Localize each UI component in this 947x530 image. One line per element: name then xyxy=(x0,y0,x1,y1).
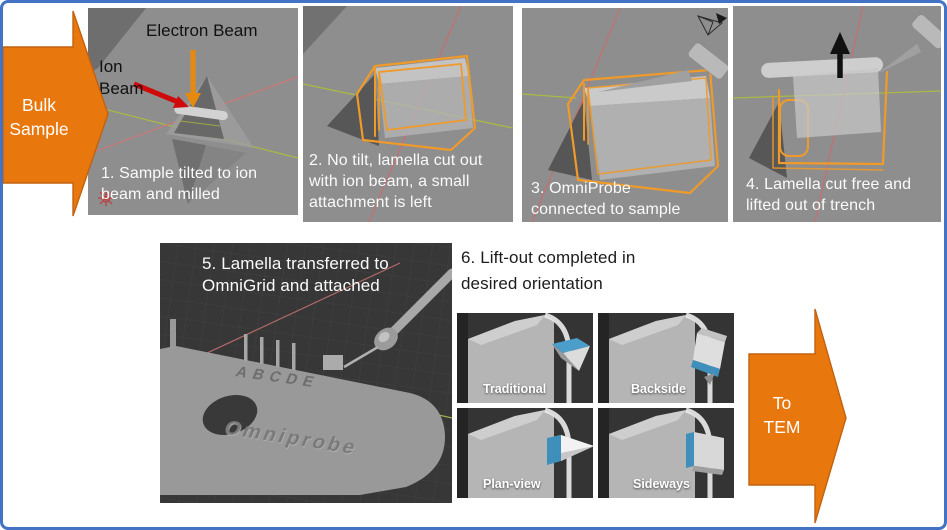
trench-selection-outline xyxy=(566,68,720,195)
plan-view-render xyxy=(457,408,593,498)
sample-lower-shadow xyxy=(172,139,206,204)
traditional-render xyxy=(457,313,593,403)
lifted-lamella xyxy=(793,68,881,138)
trench-shadow xyxy=(327,74,379,146)
to-tem-label: To TEM xyxy=(763,393,801,437)
panel-step-3: 3. OmniProbe connected to sample xyxy=(522,8,728,222)
step1-caption: 1. Sample tilted to ion beam and milled xyxy=(101,165,258,203)
sideways-render xyxy=(598,408,734,498)
attached-lamella xyxy=(323,355,343,370)
to-tem-arrow xyxy=(748,308,847,524)
lamella-top-face xyxy=(584,76,710,106)
step3-scene xyxy=(522,8,728,222)
orientation-label: Traditional xyxy=(483,382,547,396)
panel-step-2: 2. No tilt, lamella cut out with ion bea… xyxy=(303,6,513,222)
omnigrid-posts xyxy=(244,334,296,370)
post-top-bevel xyxy=(609,315,686,345)
ion-beam-arrow-icon xyxy=(133,81,179,105)
post-top-bevel xyxy=(468,410,545,440)
sample-upper-shadow xyxy=(174,76,224,139)
lamella xyxy=(691,328,727,385)
ion-beam-arrowhead xyxy=(173,96,189,108)
background-strip xyxy=(598,313,609,403)
lamella xyxy=(547,435,593,465)
step3-caption: 3. OmniProbe connected to sample xyxy=(531,180,681,218)
shadow-corner xyxy=(88,8,146,74)
step6-caption: 6. Lift-out completed in desired orienta… xyxy=(461,248,636,293)
omniprobe-needle xyxy=(877,14,941,74)
panel-step-5: ABCDE Omniprobe 5. Lamella transferred t… xyxy=(160,243,452,503)
camera-icon xyxy=(697,13,727,36)
lamella xyxy=(552,338,590,371)
step5-caption: 5. Lamella transferred to OmniGrid and a… xyxy=(202,254,389,295)
trench-shadow xyxy=(749,102,787,178)
axis-line-red xyxy=(531,8,621,222)
background-strip xyxy=(457,408,468,498)
orientation-grid: Traditional Backside xyxy=(457,313,734,499)
axis-tick xyxy=(179,120,221,127)
step5-scene xyxy=(160,243,452,503)
quad-plan-view: Plan-view xyxy=(457,408,593,498)
step2-scene xyxy=(303,6,513,222)
electron-beam-arrowhead xyxy=(185,93,201,108)
viewport-3d-cursor-icon xyxy=(98,190,114,206)
step2-caption: 2. No tilt, lamella cut out with ion bea… xyxy=(309,152,483,211)
step4-caption: 4. Lamella cut free and lifted out of tr… xyxy=(746,176,912,214)
lamella xyxy=(686,432,724,475)
orientation-label: Sideways xyxy=(633,477,690,491)
omniprobe-needle xyxy=(598,42,728,92)
omnigrid-plate xyxy=(160,319,446,495)
background-strip xyxy=(598,408,609,498)
trench-shadow xyxy=(548,100,592,180)
backside-render xyxy=(598,313,734,403)
panel-step-1: Electron Beam Ion Beam 1. Sample tilted … xyxy=(88,8,298,215)
bulk-sample-arrow xyxy=(3,10,109,217)
post-top-bevel xyxy=(609,410,686,440)
bulk-sample-label: Bulk Sample xyxy=(9,95,69,139)
background-strip xyxy=(457,313,468,403)
orientation-label: Backside xyxy=(631,382,686,396)
step4-scene xyxy=(733,6,941,222)
shadow-corner xyxy=(303,6,347,54)
panel-step-4: 4. Lamella cut free and lifted out of tr… xyxy=(733,6,941,222)
trench-selection-outline xyxy=(355,54,477,152)
quad-sideways: Sideways xyxy=(598,408,734,498)
lamella-front-face xyxy=(590,98,715,180)
post-top-bevel xyxy=(468,315,545,345)
quad-traditional: Traditional xyxy=(457,313,593,403)
ion-beam-label: Ion Beam xyxy=(99,57,144,98)
quad-backside: Backside xyxy=(598,313,734,403)
axis-line-green xyxy=(522,93,577,99)
step1-scene xyxy=(88,8,298,206)
omnigrid-hole xyxy=(202,394,258,436)
electron-beam-label: Electron Beam xyxy=(146,21,258,40)
orientation-label: Plan-view xyxy=(483,477,541,491)
lift-up-arrow-icon xyxy=(830,32,850,78)
lamella-top-face xyxy=(375,58,469,84)
lamella-cylinder xyxy=(174,104,228,121)
omniprobe-needle xyxy=(343,268,452,369)
